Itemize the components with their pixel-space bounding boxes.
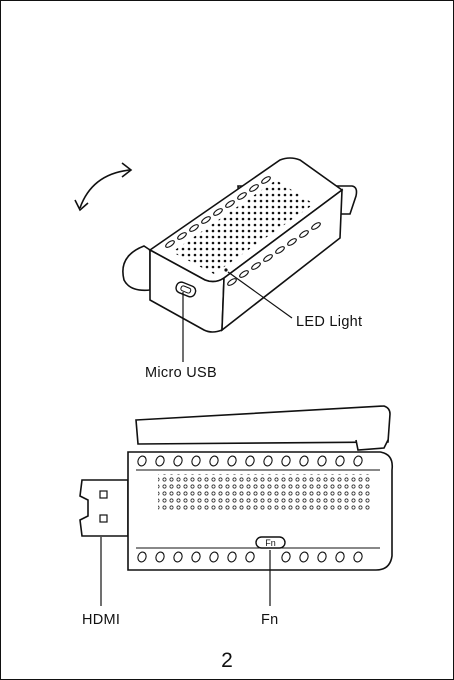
fn-label: Fn [261, 613, 279, 628]
hdmi-label: HDMI [82, 613, 120, 628]
page-number: 2 [0, 650, 454, 671]
micro-usb-label: Micro USB [145, 366, 217, 381]
dongle-perspective-view [123, 158, 357, 332]
rotation-arrow-icon [75, 163, 131, 210]
dongle-top-view [80, 406, 392, 570]
fn-button-text: Fn [265, 538, 276, 548]
fn-button[interactable]: Fn [256, 537, 285, 548]
led-light-label: LED Light [296, 315, 362, 330]
